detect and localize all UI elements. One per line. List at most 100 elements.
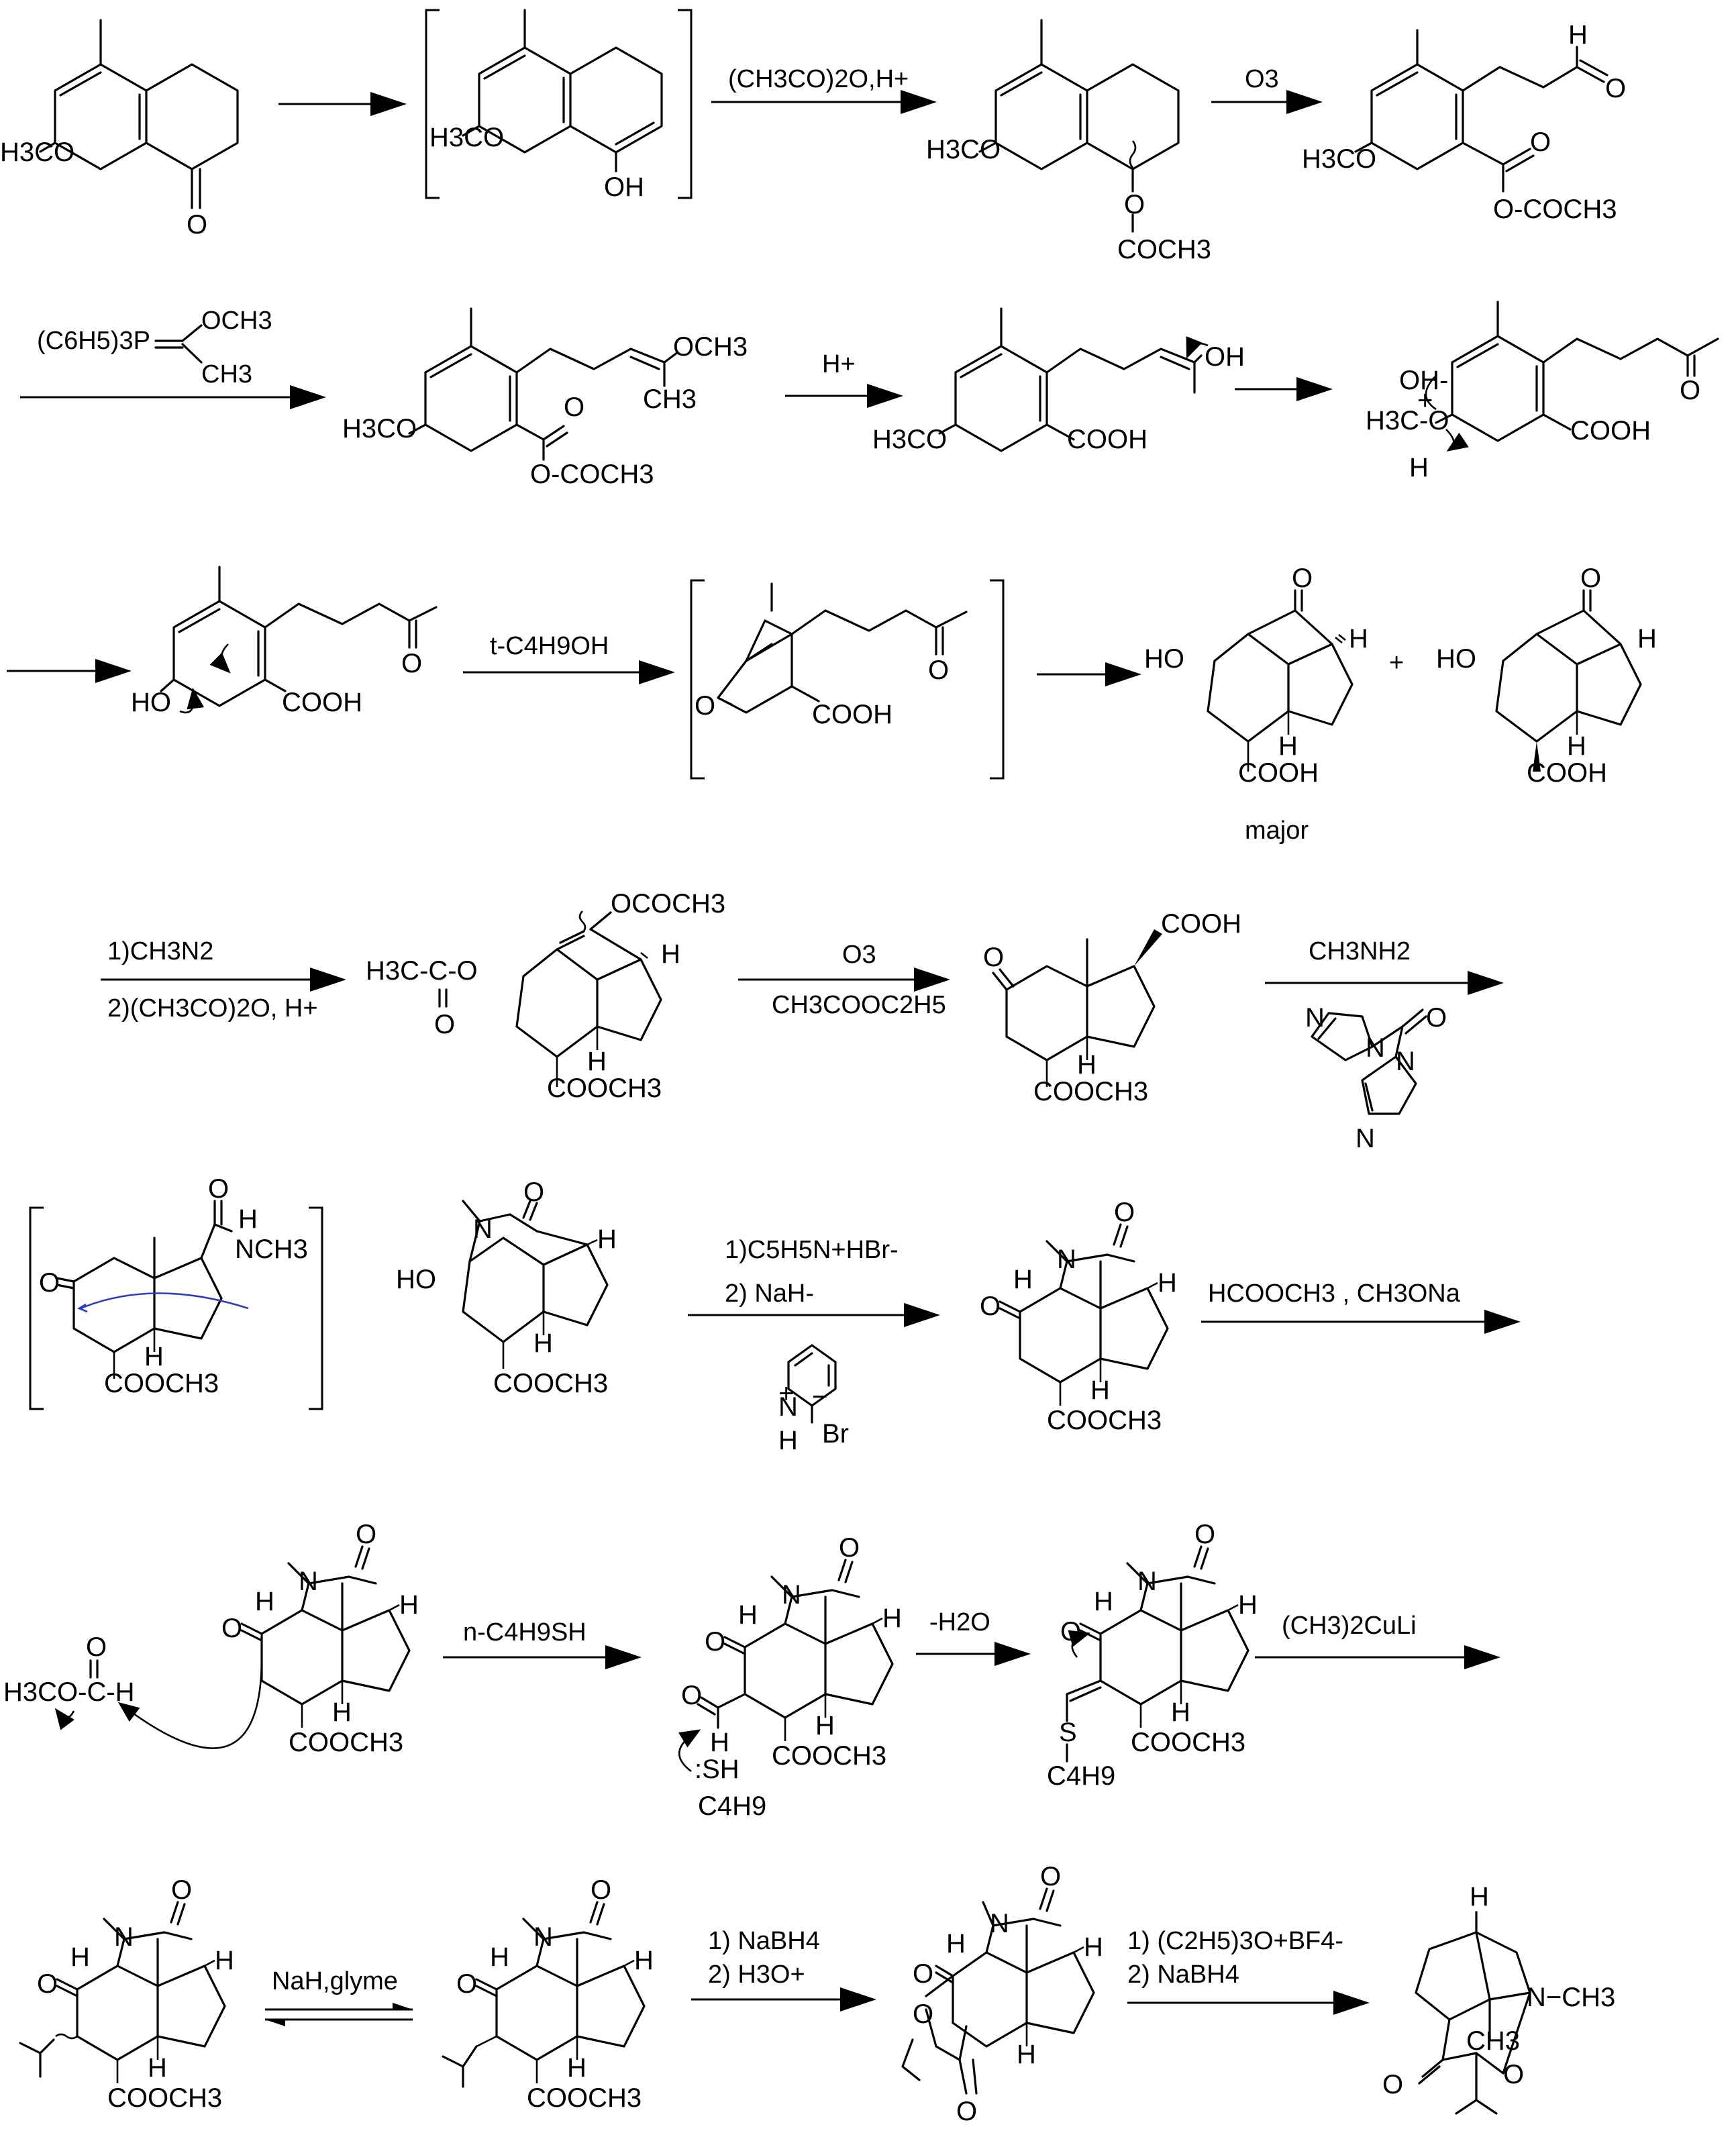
butyl-label: C4H9 (698, 1791, 766, 1821)
anhydride-label: O-COCH3 (1493, 195, 1617, 224)
reagent-label: 1) (C2H5)3O+BF4- (1127, 1927, 1343, 1955)
compound-tetralone: H3CO O (0, 19, 239, 240)
reagent-label: OCH3 (201, 307, 272, 335)
h-label: H (255, 1587, 274, 1616)
enol-oh-label: OH (1205, 342, 1245, 372)
compound-phenol-acid: HO COOH O (131, 566, 438, 717)
ketone-o-label: O (980, 1292, 1001, 1321)
plus-label: + (1417, 386, 1433, 415)
n-label: N (990, 1909, 1009, 1938)
reagent-label: O3 (1245, 65, 1279, 93)
o-label: O (913, 1999, 933, 2029)
compound-lactone: N O H H O O O H (901, 1862, 1103, 2126)
methyl-label: CH3 (1466, 2026, 1520, 2056)
ketone-o-label: O (39, 1268, 60, 1298)
reagent-label: CH3COOC2H5 (772, 991, 946, 1019)
acid-label: COOH (1067, 425, 1147, 454)
attack-arrow (117, 1657, 263, 1749)
h-label: H (778, 1426, 798, 1455)
thiol-label: :SH (695, 1755, 739, 1784)
acetoxy-o-label: O (434, 1010, 455, 1039)
lactam-o-label: O (1040, 1862, 1061, 1891)
compound-keto-lactam-enolate: N O H H O H COOCH3 (221, 1520, 419, 1757)
methyl-formate: H3CO-C-H O (3, 1632, 135, 1730)
reagent-label: t-C4H9OH (490, 632, 609, 660)
reagent-label: H+ (822, 350, 856, 378)
pyridinium-bromide: N + − H Br (778, 1344, 849, 1455)
oxonium-label: H3C-O (1366, 406, 1449, 435)
h-label: H (144, 1342, 164, 1371)
h-label: H (587, 1047, 607, 1076)
h-label: H (1158, 1268, 1177, 1298)
acid-label: COOH (1570, 416, 1651, 446)
ketone-o-label: O (983, 943, 1004, 972)
ketone-o-label: O (928, 656, 949, 685)
formate-o-label: O (86, 1632, 107, 1662)
hydroxyl-label: HO (1144, 644, 1184, 674)
compound-thiomethylene: N O H H O S C4H9 H COOCH3 (1047, 1520, 1258, 1791)
ketone-o-label: O (1580, 564, 1601, 593)
h-label: H (738, 1600, 758, 1630)
amide-o-label: O (208, 1174, 229, 1204)
wittig-reagent: (C6H5)3P OCH3 CH3 (37, 307, 272, 388)
intermediate-amide: O O H NCH3 H COOCH3 (29, 1174, 323, 1410)
reagent-label: n-C4H9SH (463, 1618, 586, 1647)
formyl-h-label: H (710, 1728, 729, 1757)
o-label: O (1426, 1003, 1447, 1033)
carbonyl-o-label: O (1530, 127, 1551, 157)
acetoxy-label: H3C-C-O (366, 956, 478, 986)
h-label: H (567, 2053, 586, 2083)
compound-aldehyde-anhydride: H3CO H O O O-COCH3 (1302, 20, 1626, 224)
h-label: H (1567, 731, 1586, 761)
n-label: N (473, 1214, 493, 1244)
h-label: H (661, 939, 680, 969)
formate-label: H3CO-C-H (3, 1677, 135, 1707)
hydroxide-label: OH- (1399, 366, 1448, 395)
major-label: major (1245, 817, 1309, 845)
h-label: H (1017, 2040, 1036, 2069)
aldehyde-h-label: H (1568, 20, 1588, 50)
s-label: S (1059, 1718, 1077, 1747)
n-label: N (782, 1580, 801, 1610)
acid-label: COOH (282, 688, 362, 717)
n-label: N (1396, 1047, 1415, 1076)
h-label: H (597, 1224, 617, 1254)
h-label: H (1077, 1050, 1096, 1080)
methoxy-label: H3CO (1302, 144, 1376, 174)
n-label: N (1356, 1124, 1375, 1153)
n-label: N (778, 1392, 798, 1422)
reagent-label: 1)C5H5N+HBr- (725, 1236, 899, 1264)
compound-keto-acid: O COOH H COOCH3 (983, 909, 1241, 1106)
reagent-label: CH3 (201, 360, 252, 388)
compound-enol-acetate: H3CO O COCH3 (926, 19, 1211, 264)
h-label: H (1637, 624, 1657, 654)
product-dendrobine: H N−CH3 CH3 O O (1382, 1882, 1615, 2115)
ketone-o-label: O (1292, 564, 1313, 593)
compound-enol-acetate-diester: H3C-C-O O OCOCH3 H H COOCH3 (366, 889, 725, 1103)
nh-label: H (238, 1204, 258, 1234)
ketone-o-label: O (456, 1969, 477, 1999)
equilibrium-arrow (265, 2003, 413, 2026)
h-label: H (1238, 1590, 1258, 1620)
ketone-o-label: O (1060, 1617, 1081, 1647)
anhydride-label: O-COCH3 (530, 460, 654, 489)
h-label: H (533, 1328, 553, 1358)
butyl-label: C4H9 (1047, 1761, 1115, 1791)
h-label: H (882, 1604, 902, 1633)
h-label: H (1084, 1932, 1103, 1962)
n-label: N (1057, 1245, 1076, 1274)
plus-sign: + (1389, 649, 1404, 677)
reagent-label: 2) H3O+ (708, 1961, 805, 1989)
enol-ether-label: OCH3 (673, 332, 748, 362)
o-label: O (1503, 2060, 1524, 2089)
reagent-label: 1)CH3N2 (107, 937, 213, 965)
h-label: H (490, 1942, 509, 1972)
reagent-label: (CH3)2CuLi (1282, 1612, 1417, 1640)
reagent-label: 2)(CH3CO)2O, H+ (107, 994, 318, 1023)
h-label: H (1409, 453, 1429, 482)
formyl-o-label: O (681, 1681, 702, 1710)
methoxy-label: H3CO (0, 138, 74, 167)
h-label: H (1349, 624, 1368, 654)
lactam-o-label: O (1114, 1198, 1135, 1227)
compound-isopropyl-axial: N O H H O H COOCH3 (19, 1875, 234, 2113)
